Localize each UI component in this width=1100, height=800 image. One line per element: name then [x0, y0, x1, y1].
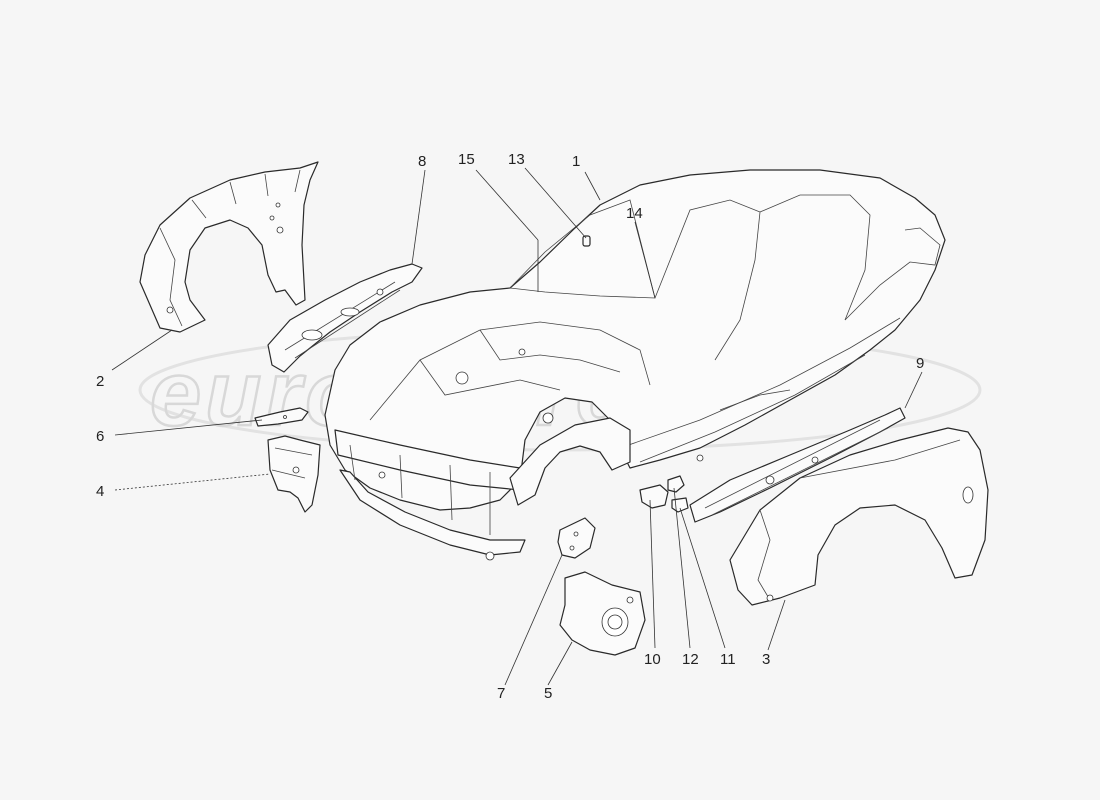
callout-12[interactable]: 12	[682, 651, 699, 668]
leader-11	[679, 507, 726, 649]
part-12-clip[interactable]	[667, 475, 685, 493]
callout-14[interactable]: 14	[626, 205, 643, 222]
part-13-stud[interactable]	[582, 235, 591, 247]
callout-9[interactable]: 9	[916, 355, 924, 372]
part-5-splash-panel[interactable]	[559, 571, 646, 656]
leader-10	[649, 499, 656, 649]
callout-1[interactable]: 1	[572, 153, 580, 170]
callout-6[interactable]: 6	[96, 428, 104, 445]
part-11-clip[interactable]	[671, 497, 689, 513]
part-6-bracket[interactable]	[254, 407, 309, 427]
leader-8	[411, 169, 426, 265]
part-9-apron-rail-right[interactable]	[689, 407, 906, 523]
leader-6	[114, 419, 263, 436]
callout-15[interactable]: 15	[458, 151, 475, 168]
callout-11[interactable]: 11	[720, 651, 736, 668]
leader-1	[584, 171, 601, 201]
leader-13	[524, 167, 587, 239]
leader-3	[767, 599, 786, 651]
leader-5	[547, 641, 573, 686]
callout-2[interactable]: 2	[96, 373, 104, 390]
leader-lines	[111, 167, 923, 686]
callout-7[interactable]: 7	[497, 685, 505, 702]
leader-15	[475, 169, 539, 241]
callout-10[interactable]: 10	[644, 651, 661, 668]
callout-4[interactable]: 4	[96, 483, 104, 500]
part-8-apron-rail-left[interactable]	[267, 263, 423, 373]
callout-8[interactable]: 8	[418, 153, 426, 170]
part-4-front-panel-left[interactable]	[267, 435, 321, 513]
leader-9	[904, 371, 923, 409]
callout-5[interactable]: 5	[544, 685, 552, 702]
part-10-clip[interactable]	[639, 484, 669, 509]
part-2-inner-fender-left[interactable]	[139, 161, 319, 333]
callout-labels: 1 2 3 4 5 6 7 8 9 10 11 12 13 14 15	[96, 151, 924, 702]
leader-4	[114, 473, 271, 491]
leader-2	[111, 329, 173, 371]
callout-13[interactable]: 13	[508, 151, 525, 168]
callout-3[interactable]: 3	[762, 651, 770, 668]
part-1-body-shell[interactable]	[324, 169, 946, 561]
leader-7	[504, 554, 563, 686]
leader-12	[673, 487, 691, 649]
part-7-lower-bracket[interactable]	[557, 517, 596, 559]
part-3-front-fender-right[interactable]	[729, 427, 989, 606]
leader-14	[634, 221, 656, 299]
